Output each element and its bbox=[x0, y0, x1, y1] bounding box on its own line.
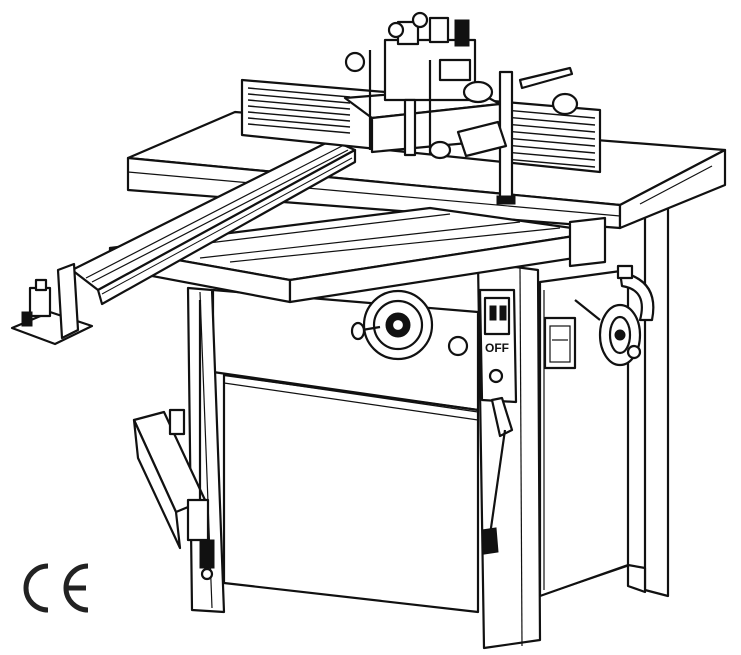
rear-right-leg bbox=[626, 203, 670, 598]
fence-arm bbox=[70, 138, 357, 306]
guard-assembly bbox=[343, 11, 579, 205]
side-access-panel bbox=[543, 316, 577, 370]
tilt-lever bbox=[481, 396, 514, 555]
outrigger-support bbox=[132, 300, 215, 581]
switch-panel: OFF bbox=[478, 288, 518, 404]
plinth-line-side bbox=[539, 565, 629, 597]
height-handwheel bbox=[350, 289, 469, 361]
off-switch-label: OFF bbox=[485, 341, 509, 355]
ce-mark-logo bbox=[23, 563, 89, 613]
plinth-line bbox=[223, 582, 479, 613]
side-handwheel bbox=[574, 264, 655, 367]
end-stop-assembly bbox=[10, 262, 94, 346]
